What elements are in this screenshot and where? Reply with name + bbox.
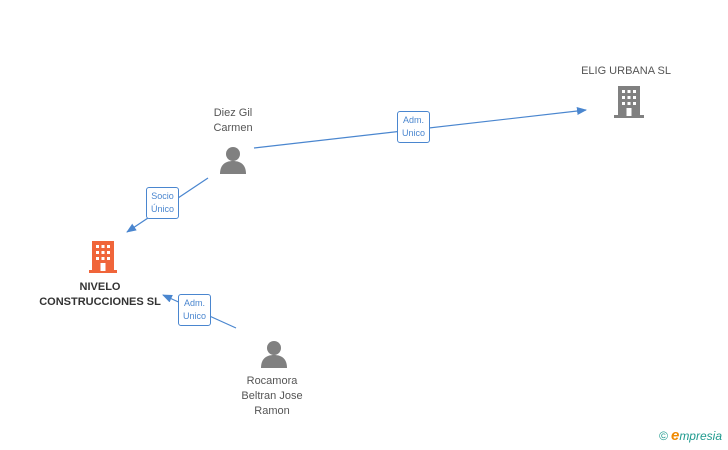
- empresia-logo: empresia: [671, 427, 722, 444]
- edge-label-line1: Adm.: [403, 115, 425, 125]
- person-diez-label-line1: Diez Gil: [213, 107, 253, 119]
- company-elig-label[interactable]: ELIG URBANA SL: [566, 64, 686, 79]
- edge-label-line2: Único: [151, 204, 175, 214]
- empresia-logo-initial: e: [670, 427, 680, 444]
- person-icon[interactable]: [261, 341, 287, 368]
- empresia-logo-text: mpresia: [679, 429, 722, 443]
- person-rocamora-label-line1: Rocamora: [246, 375, 298, 387]
- edge-label-diez-to-elig: Adm. Unico: [397, 111, 431, 143]
- person-rocamora-label-line2: Beltran Jose: [241, 390, 303, 402]
- edge-label-line1: Socio: [151, 191, 174, 201]
- company-main-label-line2: CONSTRUCCIONES SL: [39, 296, 161, 308]
- person-diez-label[interactable]: Diez Gil Carmen: [183, 106, 283, 136]
- person-icon[interactable]: [220, 147, 246, 174]
- company-main-label-line1: NIVELO: [79, 281, 121, 293]
- edge-label-diez-to-nivelo: Socio Único: [146, 187, 180, 219]
- person-rocamora-label-line3: Ramon: [254, 405, 290, 417]
- building-icon[interactable]: [614, 86, 644, 118]
- edge-label-line2: Unico: [183, 311, 207, 321]
- company-main-label[interactable]: NIVELO CONSTRUCCIONES SL: [20, 280, 180, 310]
- company-elig-label-text: ELIG URBANA SL: [581, 65, 671, 77]
- person-rocamora-label[interactable]: Rocamora Beltran Jose Ramon: [222, 374, 322, 419]
- edge-label-line2: Unico: [402, 128, 426, 138]
- empresia-watermark[interactable]: © empresia: [659, 427, 722, 444]
- edge-label-rocamora-to-nivelo: Adm. Unico: [178, 294, 212, 326]
- person-diez-label-line2: Carmen: [213, 122, 253, 134]
- edge-label-line1: Adm.: [184, 298, 206, 308]
- building-icon[interactable]: [89, 241, 117, 273]
- copyright-symbol: ©: [659, 428, 668, 443]
